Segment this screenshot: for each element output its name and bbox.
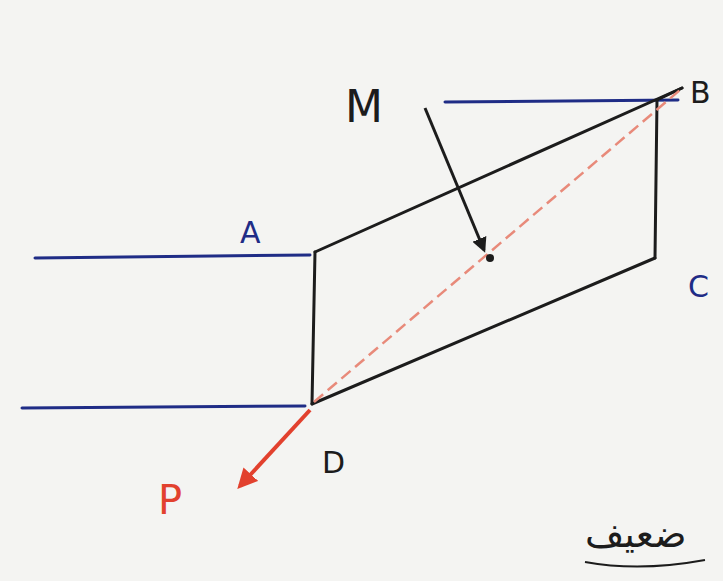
point-label: C (688, 272, 709, 302)
note-text: ضعيف (585, 515, 686, 553)
point-label: A (240, 218, 261, 248)
load-point (486, 254, 494, 262)
point-label: B (690, 78, 711, 108)
support-lines (22, 100, 678, 408)
note-underline (585, 560, 705, 567)
force-label: P (158, 480, 182, 520)
moment-arrow (425, 108, 484, 250)
box-edges (312, 88, 682, 404)
moment-label: M (345, 85, 383, 129)
force-arrow (240, 410, 310, 486)
diagonal-dashed (314, 90, 680, 402)
point-label: D (322, 448, 345, 478)
